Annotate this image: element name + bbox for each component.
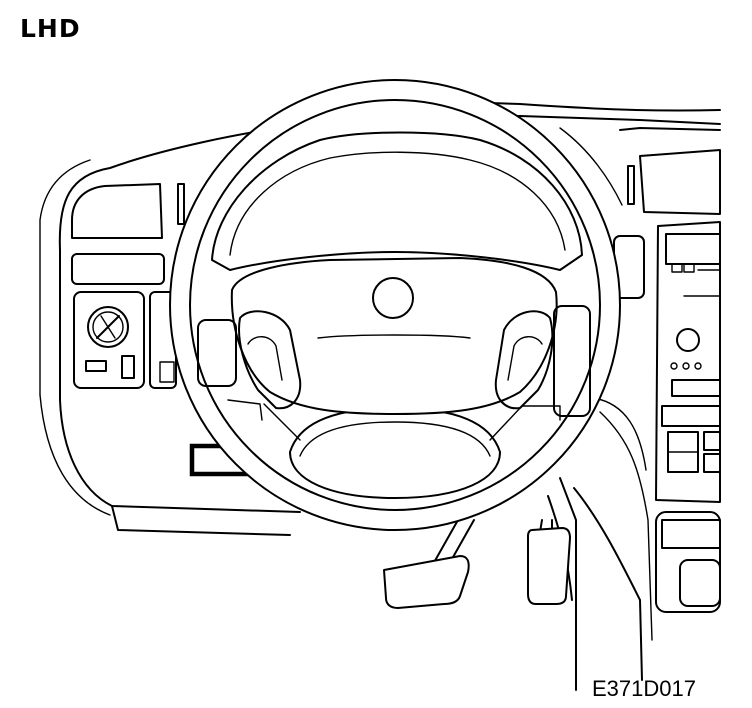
ignition-switch-icon [85,306,135,379]
pedal-icon [383,519,571,609]
horn-button-icon [372,277,414,319]
figure-code: E371D017 [592,676,696,701]
center-console [613,149,721,613]
page-title: LHD [20,14,81,43]
steering-column [547,397,653,691]
left-switch-panel [71,183,185,389]
steering-wheel-icon [169,79,621,531]
